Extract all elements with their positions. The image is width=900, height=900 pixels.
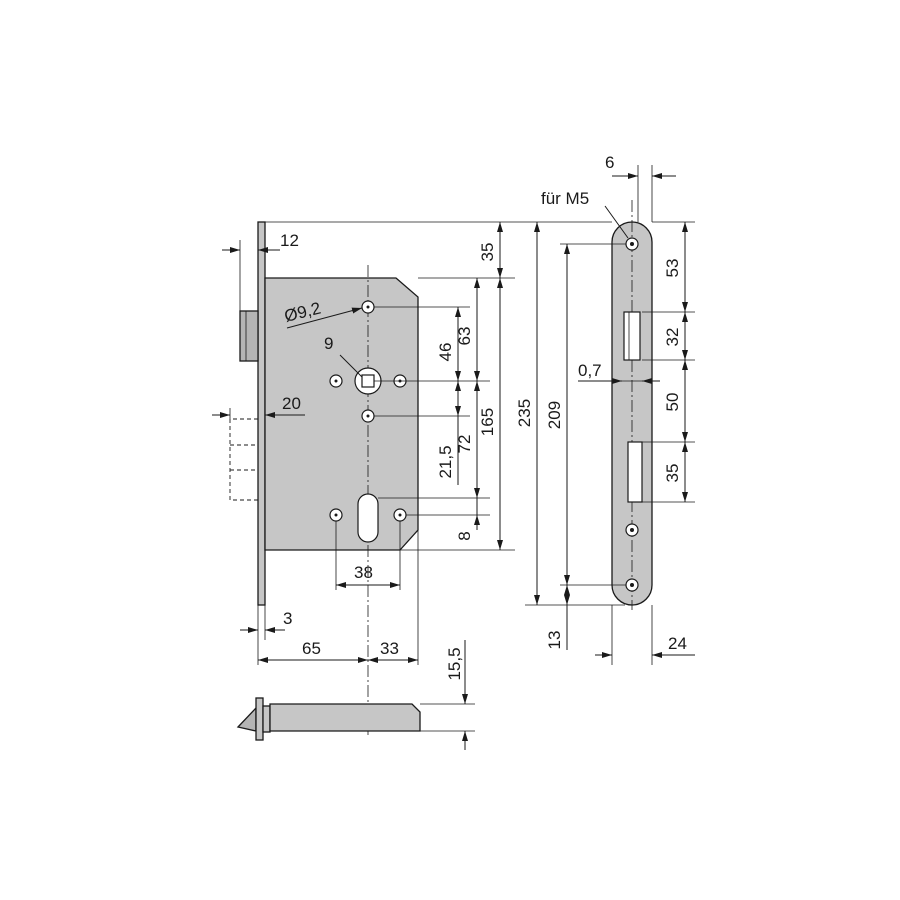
top-view-latch: [236, 706, 257, 732]
lock-front-view: [229, 221, 419, 735]
faceplate-dimensions: [515, 165, 695, 665]
label-65: 65: [302, 639, 321, 658]
label-0-7: 0,7: [578, 361, 602, 380]
label-63: 63: [455, 327, 474, 346]
label-8: 8: [455, 531, 474, 540]
label-165: 165: [478, 408, 497, 436]
label-33: 33: [380, 639, 399, 658]
label-3: 3: [283, 609, 292, 628]
front-view-dimensions: [212, 221, 515, 665]
label-235: 235: [515, 399, 534, 427]
label-12: 12: [280, 231, 299, 250]
label-6: 6: [605, 153, 614, 172]
faceplate-bolt-slot: [627, 441, 643, 503]
label-35-top: 35: [478, 243, 497, 262]
label-35-faceplate: 35: [663, 464, 682, 483]
label-15-5: 15,5: [445, 647, 464, 680]
label-9: 9: [324, 334, 333, 353]
top-view-case: [269, 703, 421, 732]
label-50: 50: [663, 393, 682, 412]
label-fuer-m5: für M5: [541, 189, 589, 208]
faceplate-latch-slot: [623, 311, 641, 361]
label-13: 13: [545, 631, 564, 650]
label-24: 24: [668, 634, 687, 653]
label-209: 209: [545, 401, 564, 429]
faceplate: [257, 221, 266, 606]
cylinder-cutout: [357, 493, 379, 543]
label-72: 72: [455, 435, 474, 454]
label-53: 53: [663, 259, 682, 278]
lock-top-view: [236, 640, 475, 750]
label-46: 46: [436, 343, 455, 362]
deadbolt-outline: [229, 418, 258, 501]
faceplate-front: [611, 200, 653, 610]
label-20: 20: [282, 394, 301, 413]
label-32: 32: [663, 328, 682, 347]
label-38: 38: [354, 563, 373, 582]
top-view-faceplate: [255, 697, 264, 741]
latch-bolt: [239, 310, 259, 362]
follower-square: [361, 374, 375, 388]
label-21-5: 21,5: [436, 445, 455, 478]
dimension-labels: 12 35 Ø9,2 9 46 63 20 21,5 72 165 8 38 3…: [280, 153, 687, 681]
